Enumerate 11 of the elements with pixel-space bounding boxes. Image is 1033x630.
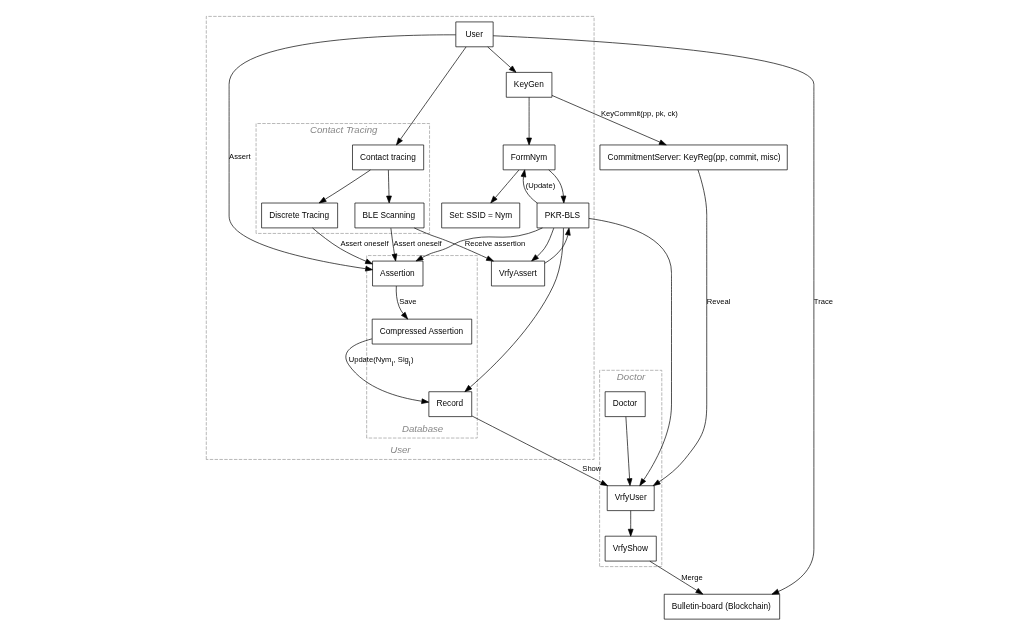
edge-label: Reveal [706, 297, 730, 307]
edge-label: Assert oneself [393, 239, 442, 249]
edge-label: Show [581, 464, 601, 474]
edge-label: Assert oneself [339, 239, 389, 249]
edge-label: Save [398, 297, 416, 307]
edge-label: Merge [680, 572, 703, 582]
edge-label: Receive assertion [464, 239, 525, 249]
edge-label: KeyCommit(pp, pk, ck) [600, 108, 678, 118]
edge-label: Assert [228, 152, 251, 162]
edge-label: Trace [813, 297, 833, 307]
edge-label: (Update) [525, 181, 555, 191]
